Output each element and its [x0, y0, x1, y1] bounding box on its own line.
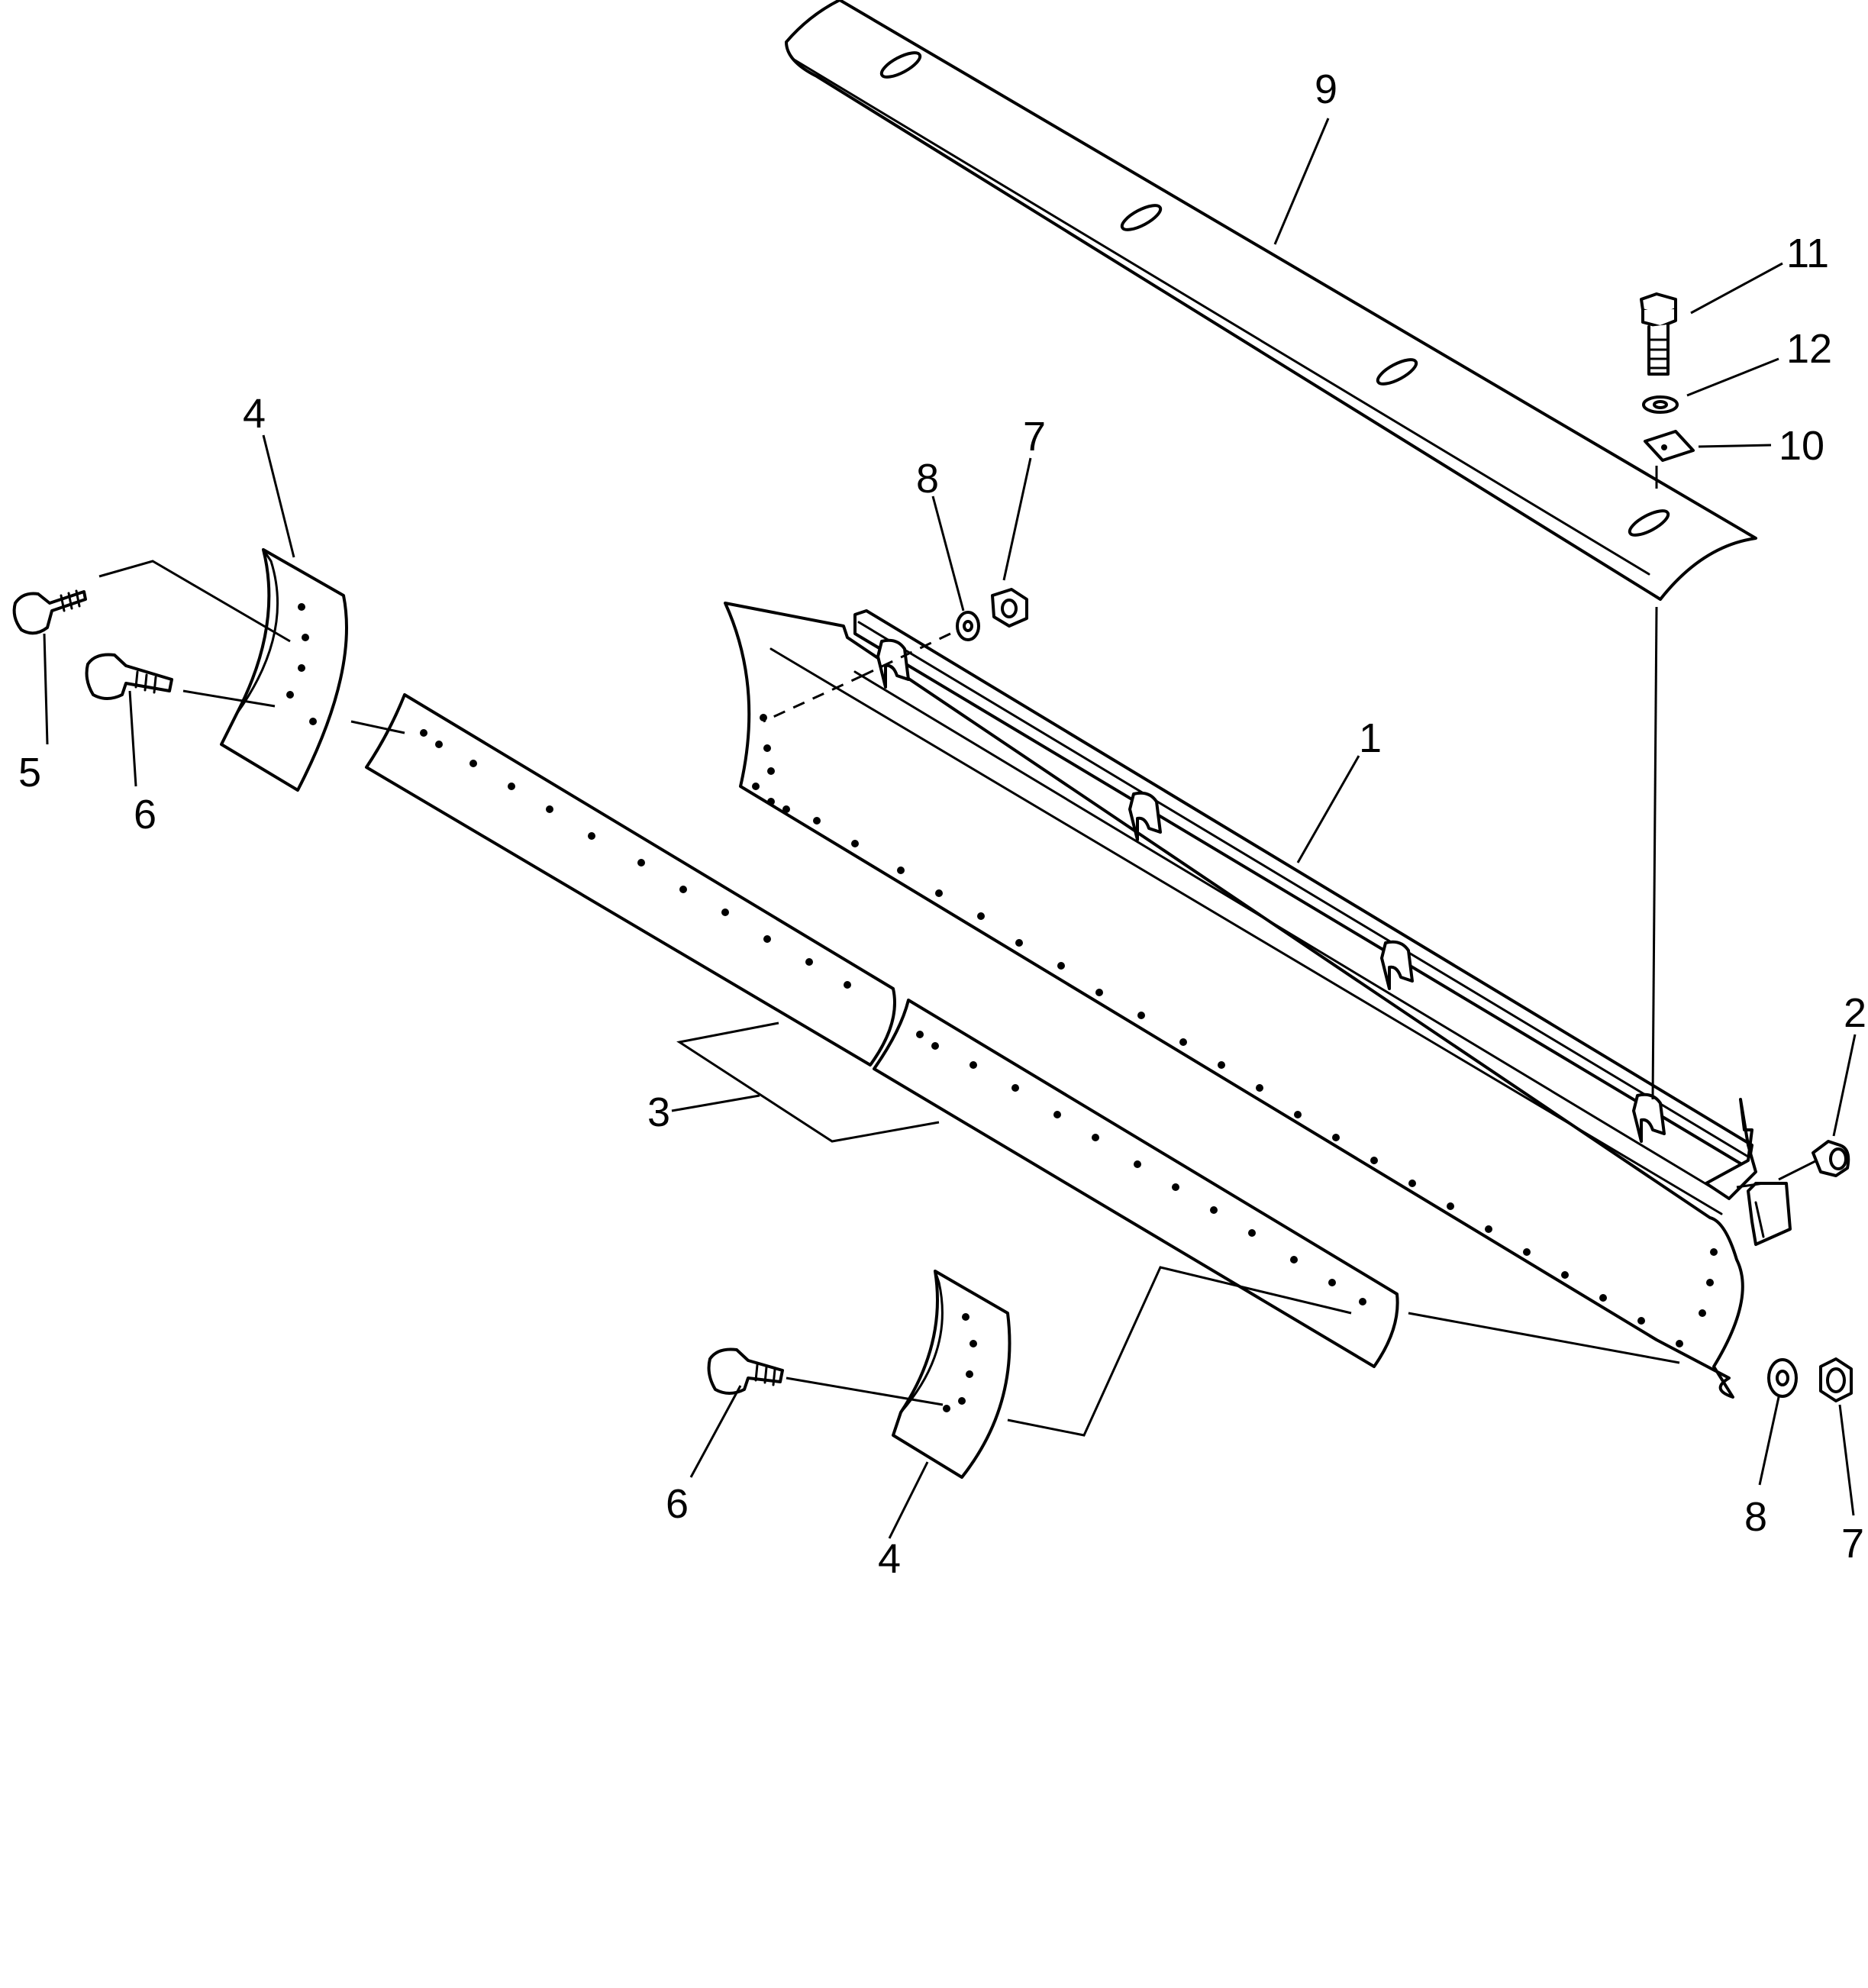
part-10-plate [1644, 430, 1695, 462]
part-8-washer-lower [1767, 1358, 1798, 1398]
part-7-nut-lower [1819, 1357, 1853, 1402]
callout-3: 3 [647, 1089, 670, 1135]
callout-4-lower: 4 [878, 1536, 901, 1582]
callout-1: 1 [1359, 715, 1382, 761]
callout-labels: 9 11 12 10 7 8 1 2 3 4 5 6 6 4 8 7 [18, 66, 1866, 1582]
callout-8-upper: 8 [916, 456, 939, 502]
part-1-blade [724, 602, 1792, 1399]
part-3-cutting-edge-left [365, 693, 896, 1067]
callout-12: 12 [1786, 326, 1832, 372]
part-4-end-bit-lower [892, 1270, 1011, 1479]
callout-7-upper: 7 [1023, 414, 1046, 460]
part-4-end-bit-upper [220, 548, 348, 792]
callout-7-lower: 7 [1841, 1521, 1864, 1567]
part-3-cutting-edge-right [873, 999, 1399, 1368]
callout-6-upper: 6 [134, 792, 156, 837]
callout-9: 9 [1315, 66, 1337, 112]
part-8-washer-upper [956, 611, 980, 641]
part-7-nut-upper [991, 588, 1028, 628]
part-12-lock-washer [1642, 395, 1679, 414]
callout-2: 2 [1844, 990, 1866, 1036]
part-5-bolt [12, 589, 87, 635]
callout-4-upper: 4 [243, 391, 266, 437]
callout-leaders [43, 118, 1857, 1539]
callout-10: 10 [1779, 423, 1824, 469]
assembly-lines [98, 466, 1818, 1437]
part-2-plug [1812, 1140, 1850, 1177]
callout-11: 11 [1786, 231, 1829, 276]
part-9-cover-plate [785, 0, 1757, 601]
callout-8-lower: 8 [1744, 1494, 1767, 1540]
part-11-bolt [1640, 292, 1677, 376]
part-6-bolt-lower [707, 1347, 784, 1395]
callout-5: 5 [18, 750, 41, 796]
part-6-bolt-upper [85, 653, 173, 700]
part-1-blade-holes [752, 714, 1718, 1347]
callout-6-lower: 6 [666, 1481, 689, 1527]
